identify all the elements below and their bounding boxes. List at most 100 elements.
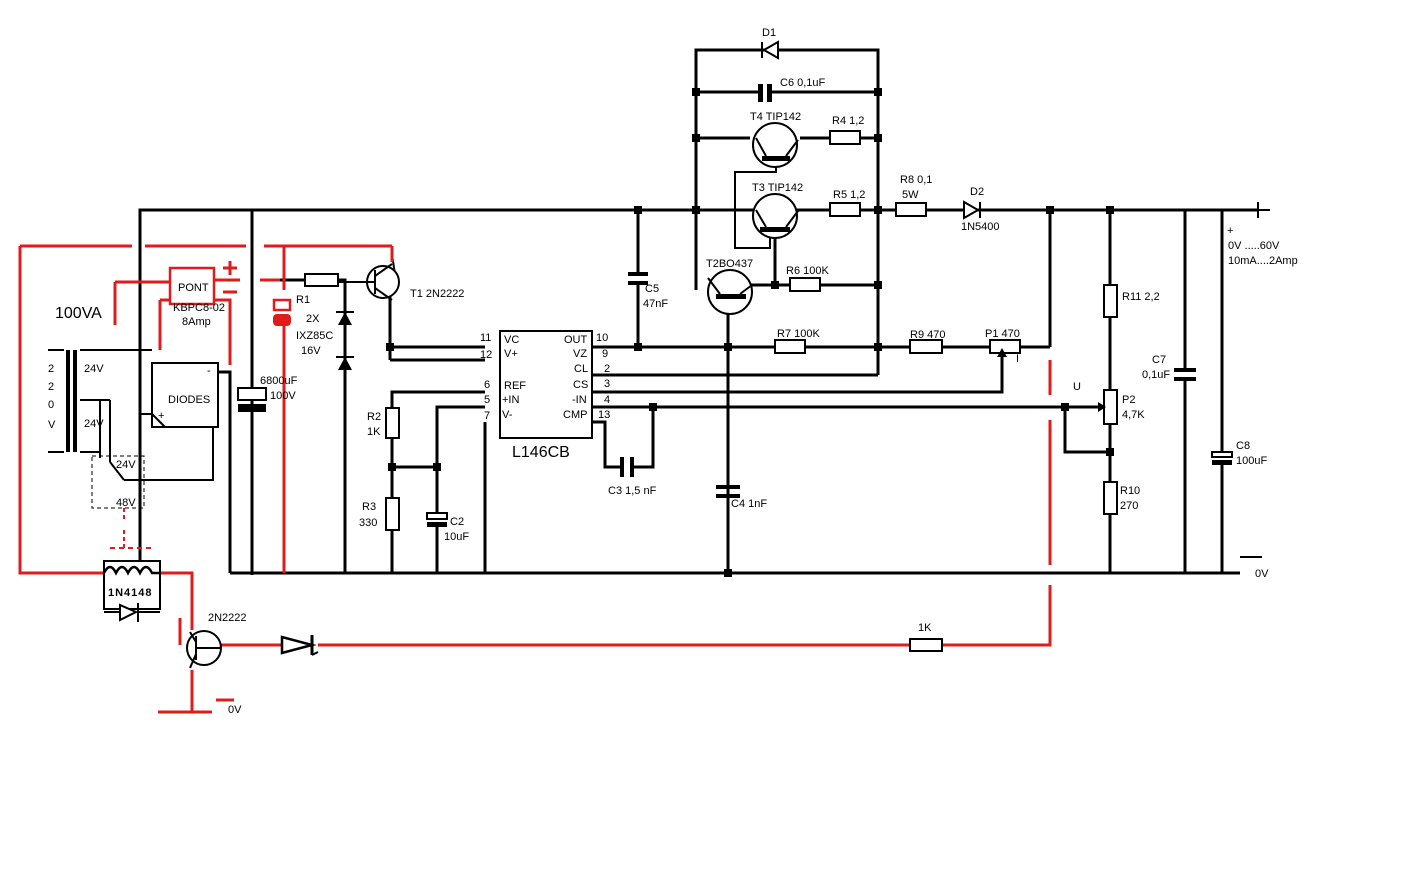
label-pin-minusin: -IN [572,394,587,406]
p1-wiper-arrow [997,348,1007,357]
r-1k-resistor [909,638,943,652]
label-pin-vplus: V+ [504,348,518,360]
relay-switch [91,455,145,509]
labels: D1 C6 0,1uF T4 TIP142 R4 1,2 T3 TIP142 R… [48,27,1298,716]
label-r3: R3 [362,501,376,513]
r10-resistor [1103,481,1118,515]
label-c5: C5 [645,283,659,295]
diodes-block [151,362,219,428]
label-pin-6: 6 [484,379,490,391]
label-sec-24v-b: 24V [84,418,104,430]
label-pin-cl: CL [574,363,588,375]
label-r2: R2 [367,411,381,423]
r7-resistor [774,339,806,354]
label-bridge-part: KBPC8-02 [173,302,225,314]
label-r7: R7 100K [777,328,820,340]
label-pin-10: 10 [596,332,608,344]
zener-diodes [336,311,354,370]
label-sec-24v-a: 24V [84,363,104,375]
label-pin-vz: VZ [573,348,587,360]
label-pin-12: 12 [480,349,492,361]
label-mains-2b: 2 [48,381,54,393]
label-r5: R5 1,2 [833,189,865,201]
r8-resistor [895,202,927,217]
red-wiring [18,244,1052,714]
label-out-plus: + [1227,225,1233,237]
relay-coil [102,560,161,622]
r3-resistor [385,497,400,531]
t5-transistor [186,630,222,669]
t1-transistor [338,263,400,301]
c6-capacitor [758,84,772,102]
label-p1: P1 470 [985,328,1020,340]
label-mains-0: 0 [48,399,54,411]
label-pin-9: 9 [602,348,608,360]
label-relay-48v: 48V [116,497,136,509]
label-d2-part: 1N5400 [961,221,1000,233]
label-ic-name: L146CB [512,444,570,461]
c7-capacitor [1174,368,1196,381]
d2-diode [926,200,981,220]
c4-capacitor [716,485,740,573]
p1-potentiometer [989,339,1021,354]
label-zener-count: 2X [306,313,320,325]
label-relay-24v: 24V [116,459,136,471]
r9-resistor [909,339,943,354]
label-bridge-rating: 8Amp [182,316,211,328]
label-zener-part: IXZ85C [296,330,333,342]
label-pin-cs: CS [573,379,588,391]
label-out-gnd: 0V [1255,568,1269,580]
label-pin-4: 4 [604,394,610,406]
label-r9: R9 470 [910,329,945,341]
label-pin-vminus: V- [502,409,513,421]
label-pin-vc: VC [504,334,519,346]
t2-transistor [707,269,753,315]
c8-capacitor [1211,451,1233,465]
label-transformer: 100VA [55,305,102,322]
label-t4: T4 TIP142 [750,111,801,123]
label-gnd-bottom: 0V [228,704,242,716]
label-c-main-voltage: 100V [270,390,296,402]
d1-diode [761,40,779,60]
r4-resistor [829,130,861,145]
label-mains-2a: 2 [48,363,54,375]
label-pin-13: 13 [598,409,610,421]
pont-terminal-marks [223,261,237,294]
label-c3: C3 1,5 nF [608,485,657,497]
label-t5: 2N2222 [208,612,247,624]
label-pont: PONT [178,282,209,294]
ic-l146cb-body [499,330,593,439]
r6-resistor [789,277,821,292]
label-r2-value: 1K [367,426,381,438]
label-diodes-minus: - [207,365,211,377]
label-r-1k: 1K [918,622,932,634]
label-pin-5: 5 [484,394,490,406]
label-p2: P2 [1122,394,1135,406]
c3-capacitor [620,457,634,477]
t3-transistor [752,193,799,239]
label-pin-cmp: CMP [563,409,587,421]
label-pin-3: 3 [604,378,610,390]
label-pin-plusin: +IN [502,394,519,406]
c5-capacitor [628,272,648,285]
label-r10-value: 270 [1120,500,1138,512]
label-zener-voltage: 16V [301,345,321,357]
label-t3: T3 TIP142 [752,182,803,194]
main-filter-capacitor [237,387,267,412]
label-pin-7: 7 [484,410,490,422]
label-mains-v: V [48,419,56,431]
label-relay-diode: 1N4148 [108,587,153,599]
transformer [48,349,111,462]
label-c4: C4 1nF [731,498,767,510]
label-c8: C8 [1236,440,1250,452]
label-t2: T2BO437 [706,258,753,270]
label-r6: R6 100K [786,265,829,277]
r1-resistor [304,273,339,287]
r11-resistor [1103,284,1118,318]
label-out-current: 10mA....2Amp [1228,255,1298,267]
zener-red-line-diode [280,635,319,656]
r1-red-component [272,298,292,326]
label-r8-power: 5W [902,189,919,201]
r2-resistor [385,407,400,439]
r5-resistor [829,202,861,217]
